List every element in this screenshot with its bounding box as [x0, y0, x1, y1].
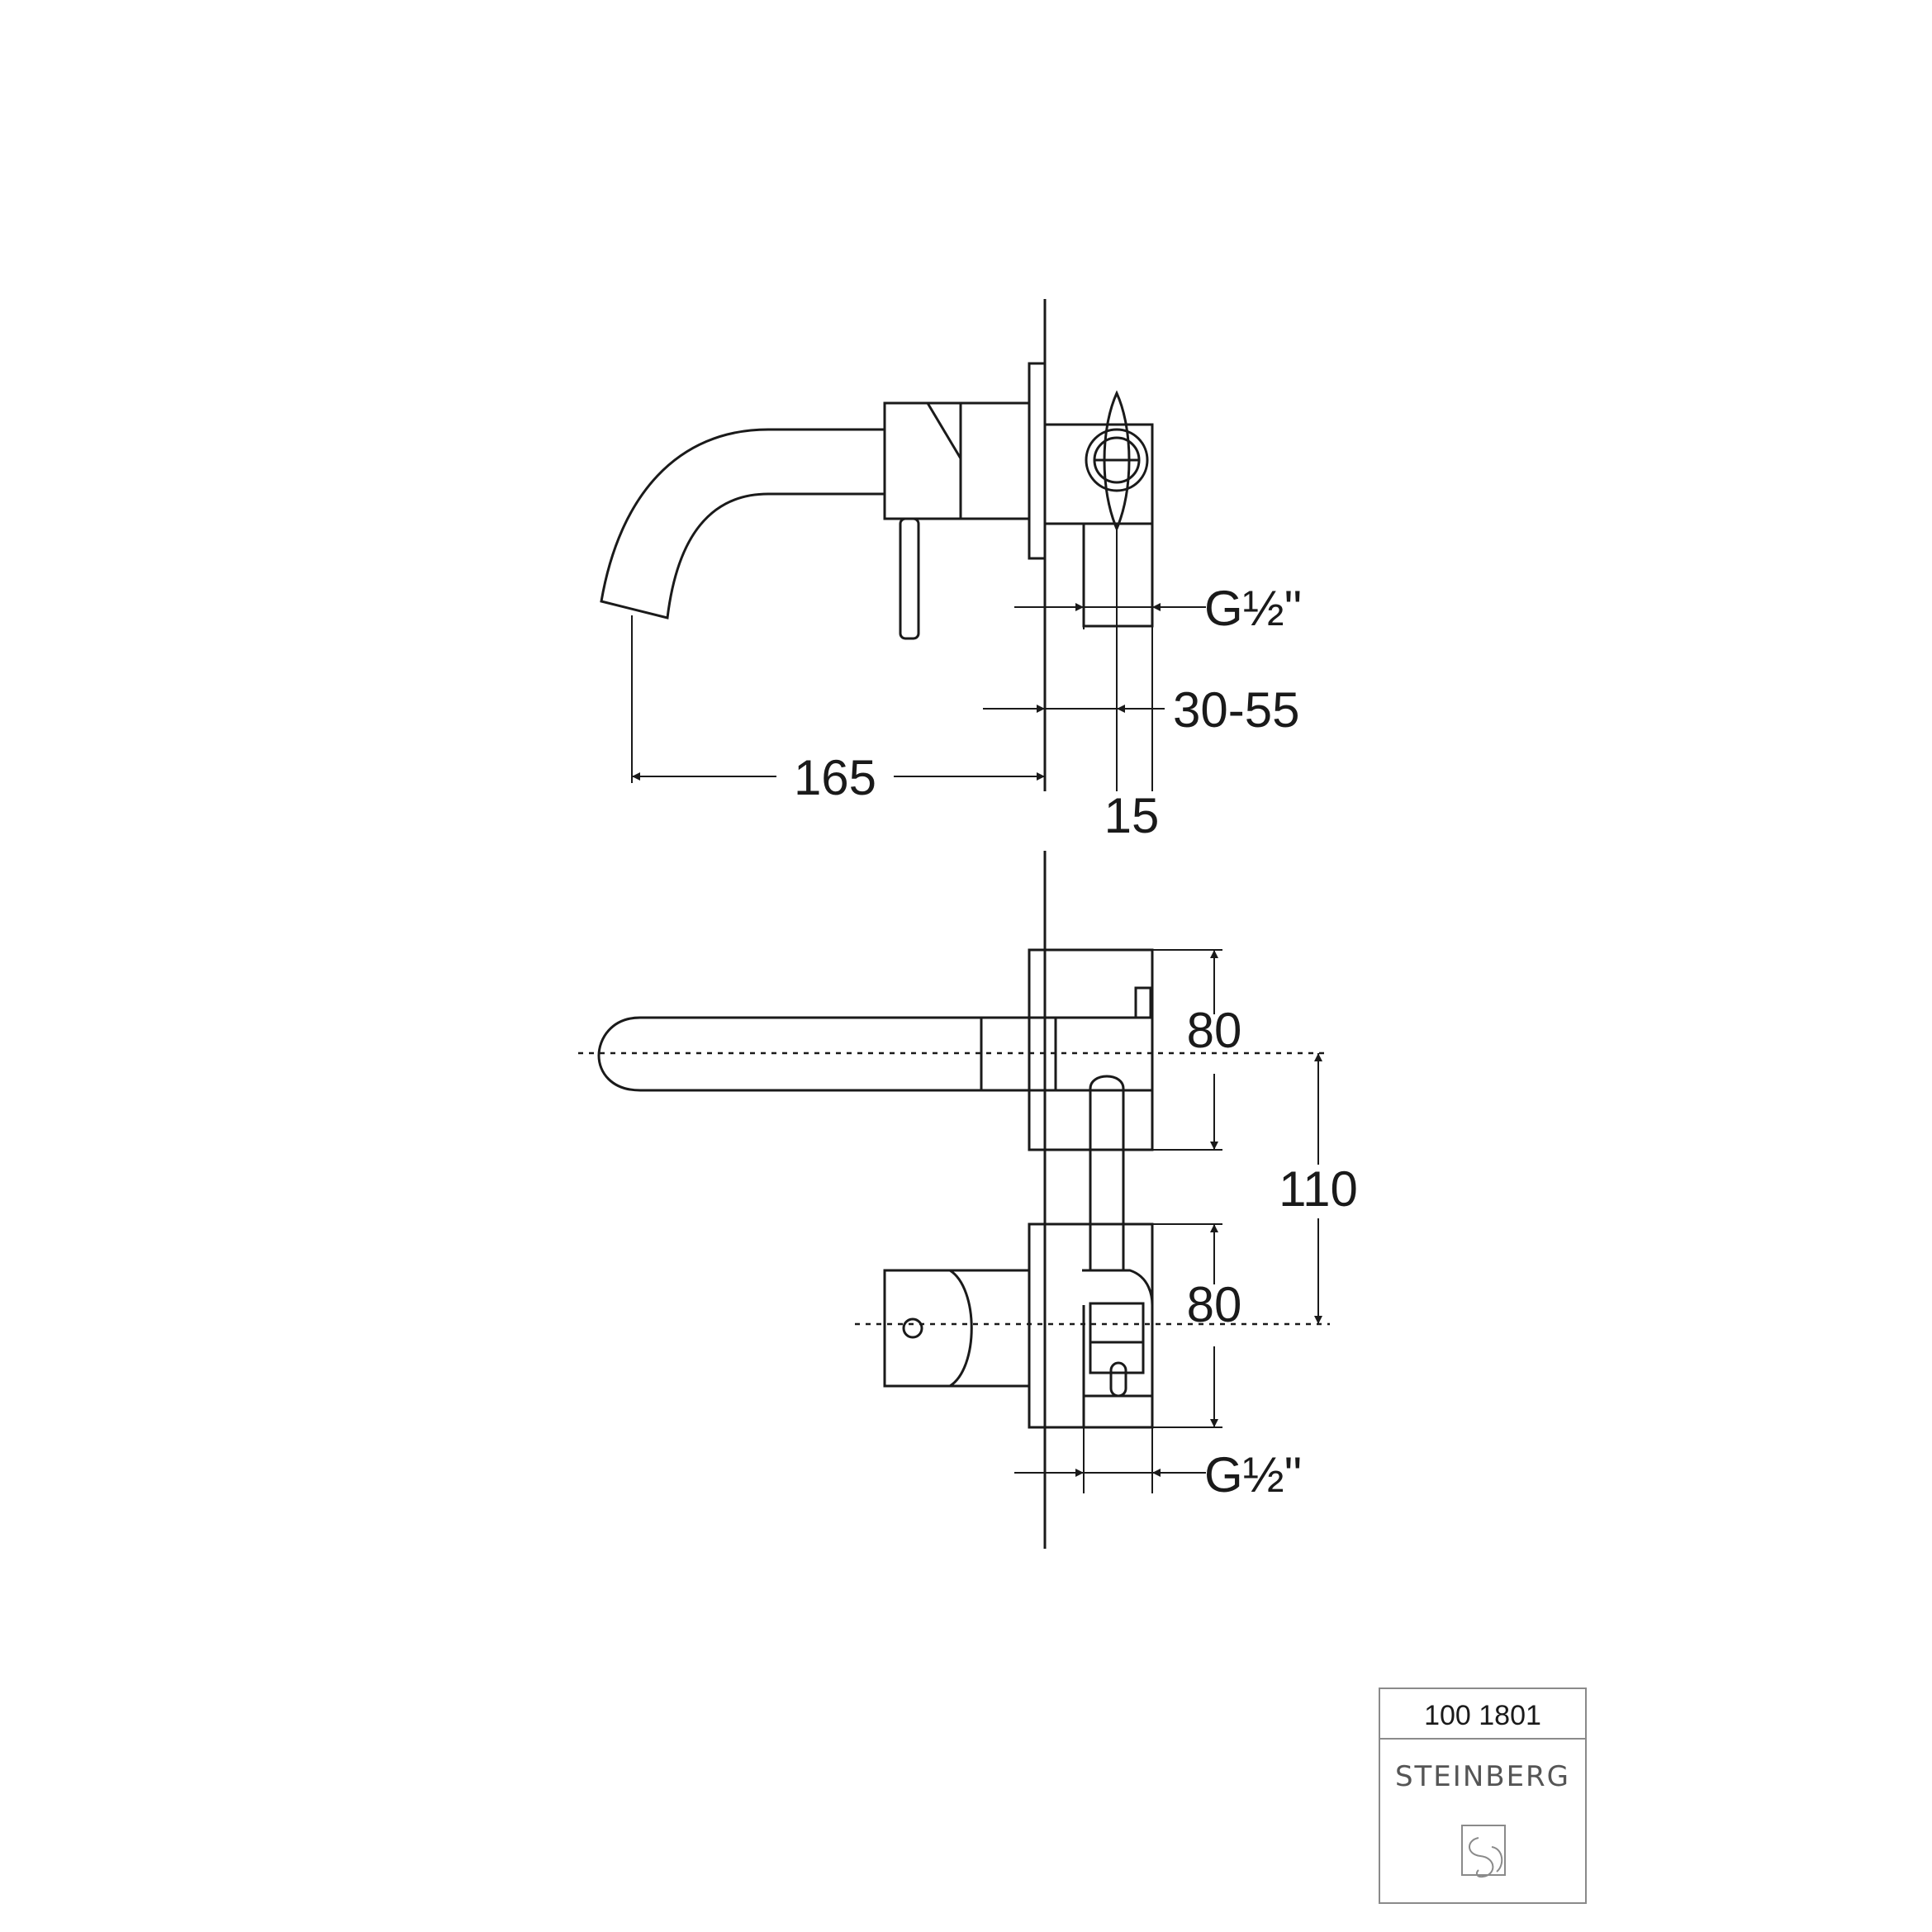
side-view: G½" 30-55 165 15	[600, 299, 1302, 843]
connection-pipe	[1089, 1075, 1125, 1270]
front-view: 80 110 80 G½"	[578, 851, 1358, 1549]
spout-projection-label: 165	[794, 750, 876, 805]
mixer-handle-front	[883, 1269, 1031, 1388]
upper-plate-height-label: 80	[1187, 1003, 1242, 1058]
cover-plate	[1028, 362, 1047, 560]
brand-name: STEINBERG	[1395, 1760, 1570, 1793]
lever-handle	[899, 517, 920, 640]
cartridge	[1082, 1269, 1154, 1398]
wall-depth-label: 30-55	[1173, 682, 1299, 738]
brand-logo-icon	[1461, 1825, 1506, 1878]
lower-plate-height-label: 80	[1187, 1277, 1242, 1332]
spout	[600, 428, 885, 619]
mixer-body	[883, 401, 1031, 520]
thread-label-bottom: G½"	[1204, 1447, 1302, 1502]
title-block: 100 1801 STEINBERG	[1379, 1688, 1587, 1904]
centre-distance-label: 110	[1279, 1161, 1358, 1217]
plate-depth-label: 15	[1104, 788, 1160, 843]
article-number: 100 1801	[1424, 1700, 1541, 1731]
thread-label-top: G½"	[1204, 581, 1302, 636]
spout-front	[597, 1016, 983, 1092]
